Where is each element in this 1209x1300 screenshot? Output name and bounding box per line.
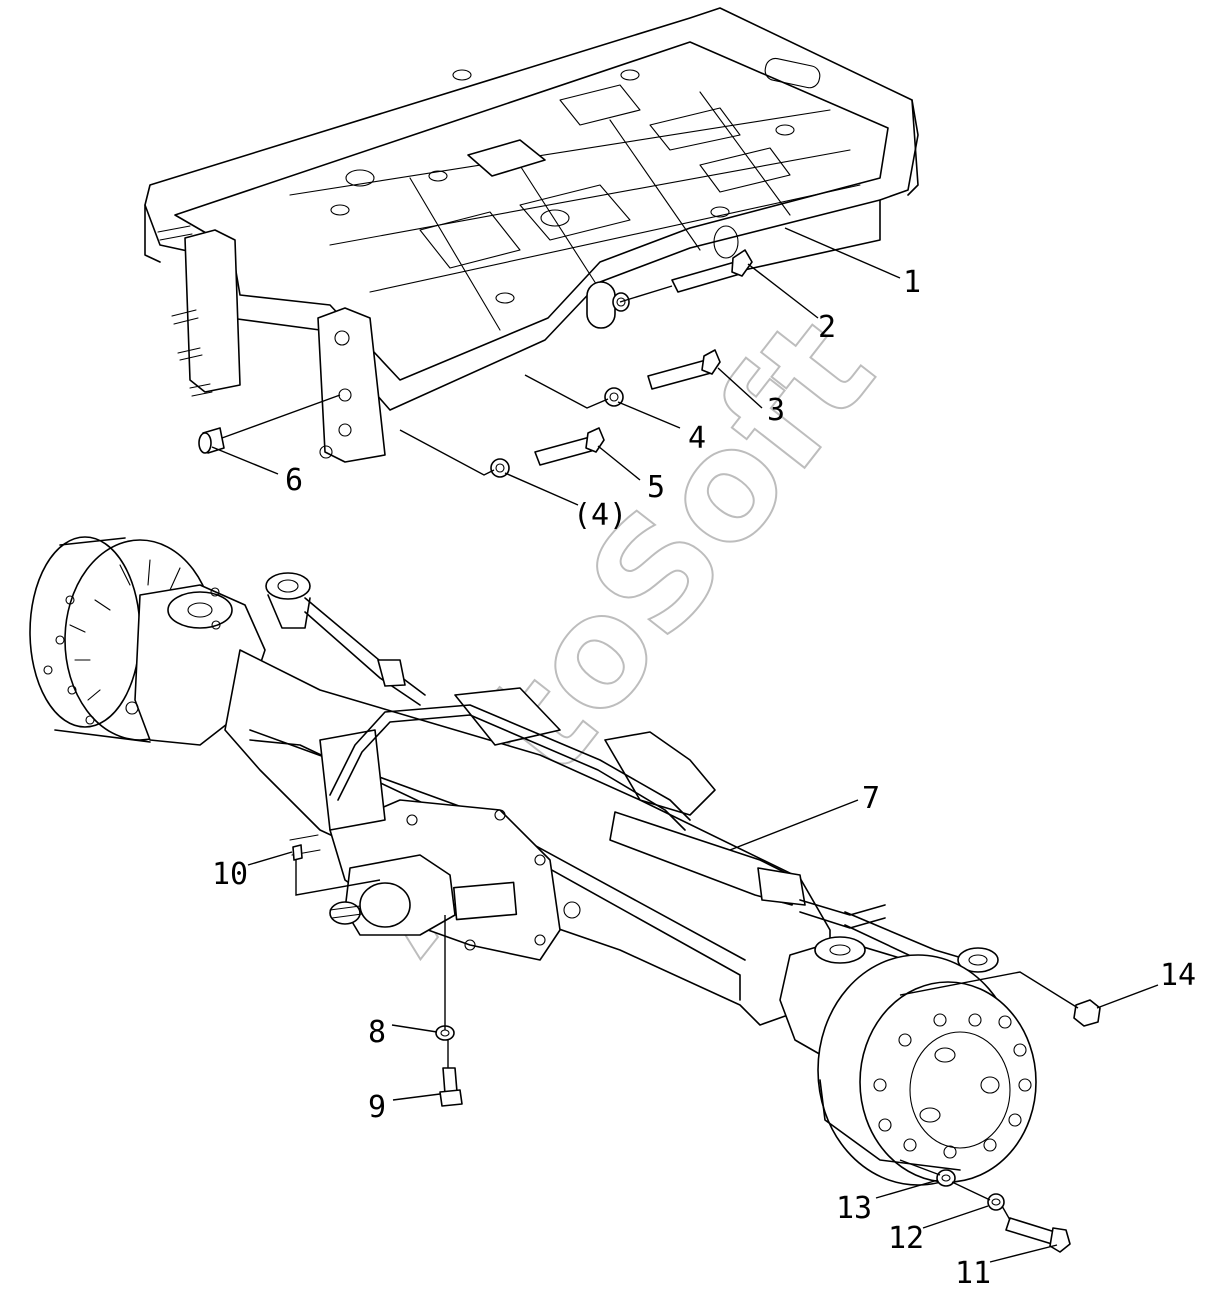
bushing-part-6 xyxy=(198,427,225,454)
callout-9: 9 xyxy=(368,1090,386,1125)
bolt-part-3 xyxy=(647,349,721,390)
pin-part-10 xyxy=(292,844,303,861)
callout-14: 14 xyxy=(1160,958,1196,993)
nut-part-14 xyxy=(1073,999,1101,1027)
callout-13: 13 xyxy=(836,1191,872,1226)
bolt-part-2 xyxy=(671,249,753,293)
callout-5: 5 xyxy=(647,470,665,505)
bolt-part-9 xyxy=(439,1067,463,1107)
front-support-frame xyxy=(144,7,919,463)
callout-10: 10 xyxy=(212,857,248,892)
washer-part-4-second xyxy=(490,458,510,478)
callout-1: 1 xyxy=(903,265,921,300)
callout-8: 8 xyxy=(368,1015,386,1050)
bolt-part-11 xyxy=(1005,1217,1071,1253)
washer-part-12 xyxy=(987,1193,1005,1211)
front-axle-assembly xyxy=(29,536,1037,1186)
bolt-part-5 xyxy=(534,427,605,466)
callout-3: 3 xyxy=(767,393,785,428)
callout-6: 6 xyxy=(285,463,303,498)
washer-part-13 xyxy=(936,1169,956,1187)
callout-7: 7 xyxy=(862,781,880,816)
callout-4: 4 xyxy=(688,421,706,456)
callout-2: 2 xyxy=(818,310,836,345)
callout-4-second: (4) xyxy=(573,498,627,533)
callout-12: 12 xyxy=(888,1221,924,1256)
callout-11: 11 xyxy=(955,1256,991,1291)
